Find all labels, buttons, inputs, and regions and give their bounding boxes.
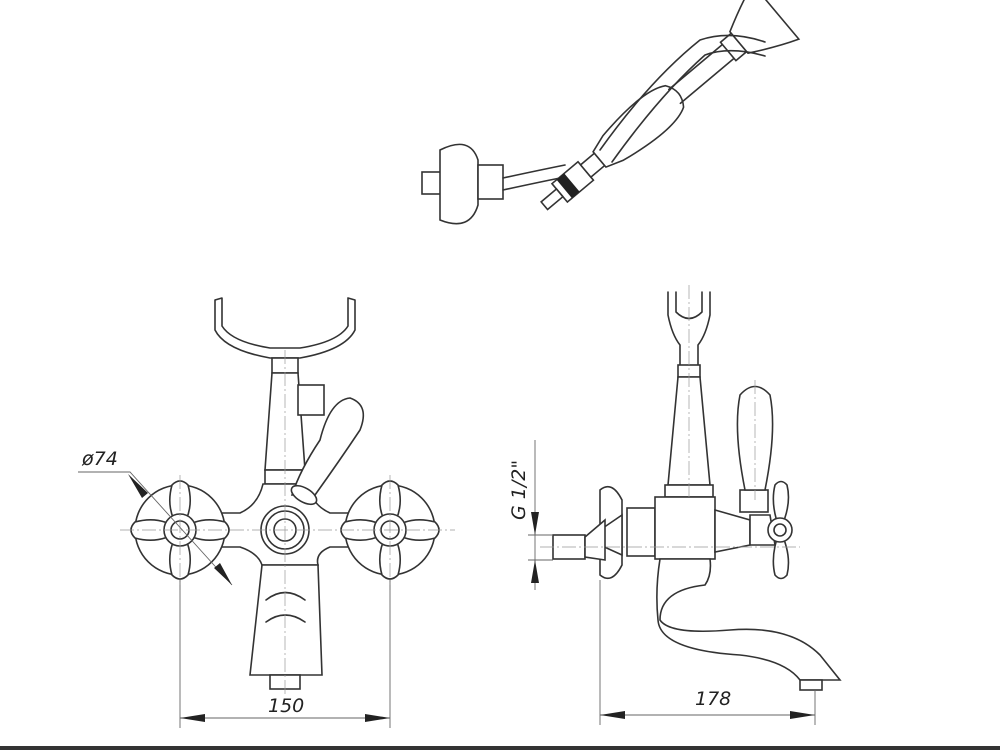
- dim-thread-size: G 1/2": [508, 460, 530, 520]
- dim-spout-depth: 178: [695, 688, 731, 710]
- side-view: [528, 285, 842, 725]
- front-view: [78, 297, 455, 728]
- dim-knob-diameter: ø74: [81, 448, 118, 470]
- dim-handle-spacing: 150: [268, 695, 304, 717]
- bottom-border: [0, 746, 1000, 750]
- hand-shower: [421, 0, 801, 225]
